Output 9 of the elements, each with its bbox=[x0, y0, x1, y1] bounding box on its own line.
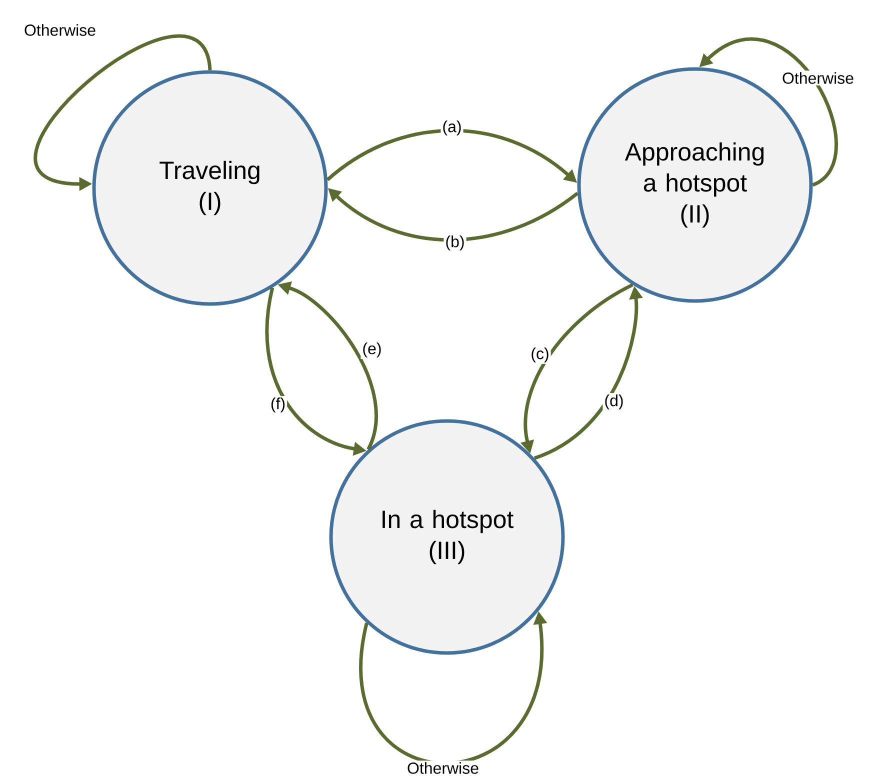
edge-label: (d) bbox=[602, 393, 626, 411]
edge-label: Otherwise bbox=[780, 70, 856, 86]
edge-label: Otherwise bbox=[406, 760, 481, 776]
edge-label: (f) bbox=[268, 396, 288, 414]
edge-label: Otherwise bbox=[22, 22, 98, 38]
edge-label: (b) bbox=[444, 234, 466, 252]
edge-label: (a) bbox=[440, 119, 464, 137]
edge-label: (c) bbox=[529, 346, 551, 364]
edge-label: (e) bbox=[360, 341, 384, 359]
